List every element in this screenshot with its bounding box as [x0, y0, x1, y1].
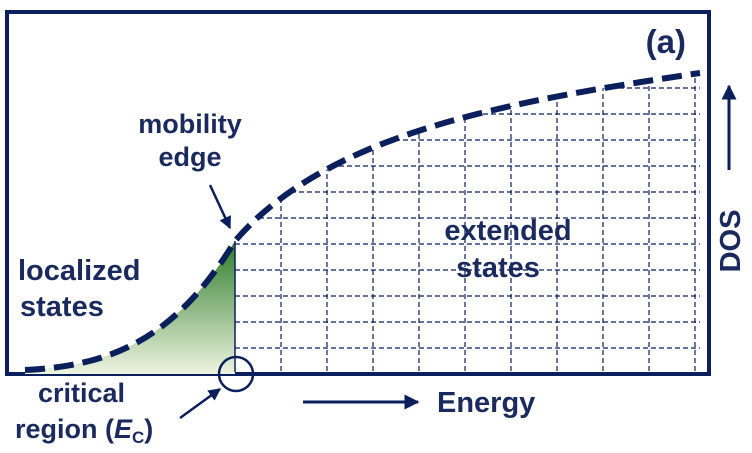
- localized-states-label-line2: states: [20, 291, 104, 323]
- critical-region-symbol: E: [114, 414, 133, 444]
- panel-label: (a): [646, 23, 686, 60]
- dos-axis-label: DOS: [715, 210, 747, 273]
- critical-region-prefix: region (: [15, 414, 114, 444]
- mobility-edge-label-line1: mobility: [138, 109, 242, 139]
- localized-region-fill: [25, 241, 235, 374]
- dos-curve: [24, 70, 701, 373]
- critical-region-label-line1: critical: [38, 378, 125, 408]
- mobility-edge-arrow: [208, 184, 232, 230]
- mobility-edge-label-line2: edge: [158, 142, 221, 172]
- critical-region-subscript: C: [132, 428, 144, 447]
- extended-states-label-line2: states: [456, 252, 540, 284]
- critical-region-suffix: ): [144, 414, 153, 444]
- critical-region-circle: [217, 355, 255, 393]
- energy-axis-label: Energy: [437, 387, 535, 419]
- plot-frame: [5, 10, 711, 376]
- critical-region-label-line2: region (EC): [15, 414, 153, 447]
- critical-region-arrow: [179, 387, 222, 420]
- extended-states-label-line1: extended: [444, 215, 571, 247]
- localized-states-label-line1: localized: [18, 255, 141, 287]
